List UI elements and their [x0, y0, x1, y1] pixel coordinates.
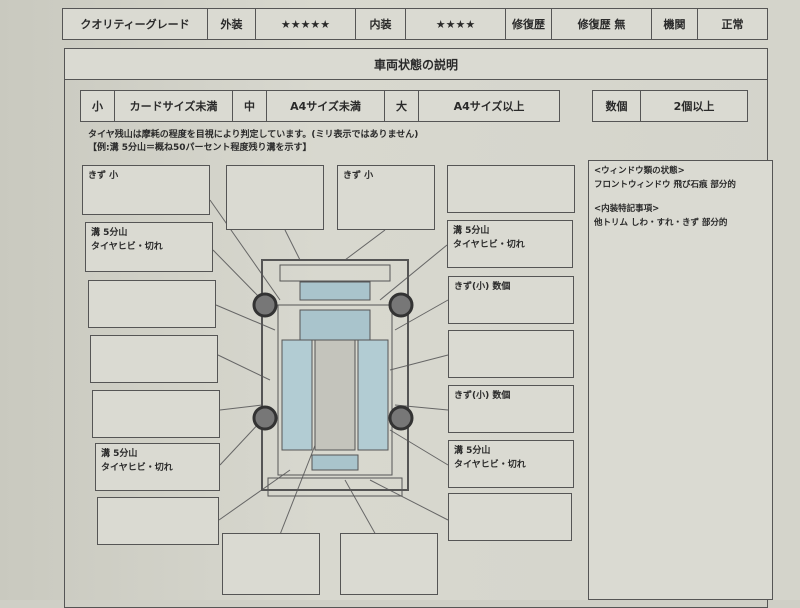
box-label: タイヤヒビ・切れ: [91, 242, 163, 252]
engine-label: 機関: [652, 9, 698, 39]
size-small-desc: カードサイズ未満: [115, 91, 233, 121]
box-label: きず 小: [88, 171, 119, 181]
box-label: タイヤヒビ・切れ: [453, 240, 525, 250]
damage-box: [97, 497, 219, 545]
quality-grade-label: クオリティーグレード: [63, 9, 208, 39]
damage-box: きず(小) 数個: [448, 276, 574, 324]
damage-box: [447, 165, 575, 213]
count-legend: 数個 2個以上: [592, 90, 748, 122]
tire-example-note: 【例:溝 5分山＝概ね50パーセント程度残り溝を示す】: [88, 143, 312, 153]
damage-box: 溝 5分山タイヤヒビ・切れ: [95, 443, 220, 491]
window-text: フロントウィンドウ 飛び石痕 部分的: [594, 180, 736, 190]
wheel-front-left: [252, 292, 278, 318]
engine-value: 正常: [721, 18, 744, 31]
exterior-rating: ★★★★★: [256, 9, 356, 39]
damage-box: きず(小) 数個: [448, 385, 574, 433]
damage-box: 溝 5分山タイヤヒビ・切れ: [447, 220, 573, 268]
damage-box: きず 小: [337, 165, 435, 230]
tire-note: タイヤ残山は摩耗の程度を目視により判定しています。(ミリ表示ではありません): [88, 130, 419, 140]
interior-text: 他トリム しわ・すれ・きず 部分的: [594, 218, 728, 228]
damage-box: [222, 533, 320, 595]
interior-header: <内装特記事項>: [594, 204, 660, 214]
remarks-box: <ウィンドウ類の状態> フロントウィンドウ 飛び石痕 部分的 <内装特記事項> …: [588, 160, 773, 600]
count-desc: 2個以上: [673, 100, 715, 113]
count-label: 数個: [593, 91, 641, 121]
box-label: 溝 5分山: [101, 449, 138, 459]
box-label: タイヤヒビ・切れ: [101, 463, 173, 473]
size-large: 大: [385, 91, 419, 121]
exterior-label: 外装: [208, 9, 256, 39]
damage-box: [90, 335, 218, 383]
box-label: 溝 5分山: [453, 226, 490, 236]
section-title: 車両状態の説明: [64, 48, 768, 80]
box-label: きず(小) 数個: [454, 282, 511, 292]
damage-box: [448, 493, 572, 541]
damage-box: [226, 165, 324, 230]
box-label: きず 小: [343, 171, 374, 181]
repair-label: 修復歴: [506, 9, 552, 39]
window-header: <ウィンドウ類の状態>: [594, 166, 685, 176]
damage-box: [340, 533, 438, 595]
size-medium: 中: [233, 91, 267, 121]
box-label: タイヤヒビ・切れ: [454, 460, 526, 470]
size-legend: 小 カードサイズ未満 中 A4サイズ未満 大 A4サイズ以上: [80, 90, 560, 122]
size-large-desc: A4サイズ以上: [453, 100, 525, 113]
interior-rating: ★★★★: [406, 9, 506, 39]
damage-box: 溝 5分山タイヤヒビ・切れ: [448, 440, 574, 488]
damage-box: きず 小: [82, 165, 210, 215]
damage-box: [448, 330, 574, 378]
box-label: 溝 5分山: [454, 446, 491, 456]
repair-value: 修復歴 無: [552, 9, 652, 39]
damage-box: [88, 280, 216, 328]
interior-label: 内装: [356, 9, 406, 39]
box-label: きず(小) 数個: [454, 391, 511, 401]
box-label: 溝 5分山: [91, 228, 128, 238]
size-small: 小: [81, 91, 115, 121]
damage-box: 溝 5分山タイヤヒビ・切れ: [85, 222, 213, 272]
damage-box: [92, 390, 220, 438]
size-medium-desc: A4サイズ未満: [267, 91, 385, 121]
grade-row: クオリティーグレード 外装 ★★★★★ 内装 ★★★★ 修復歴 修復歴 無 機関…: [62, 8, 768, 40]
